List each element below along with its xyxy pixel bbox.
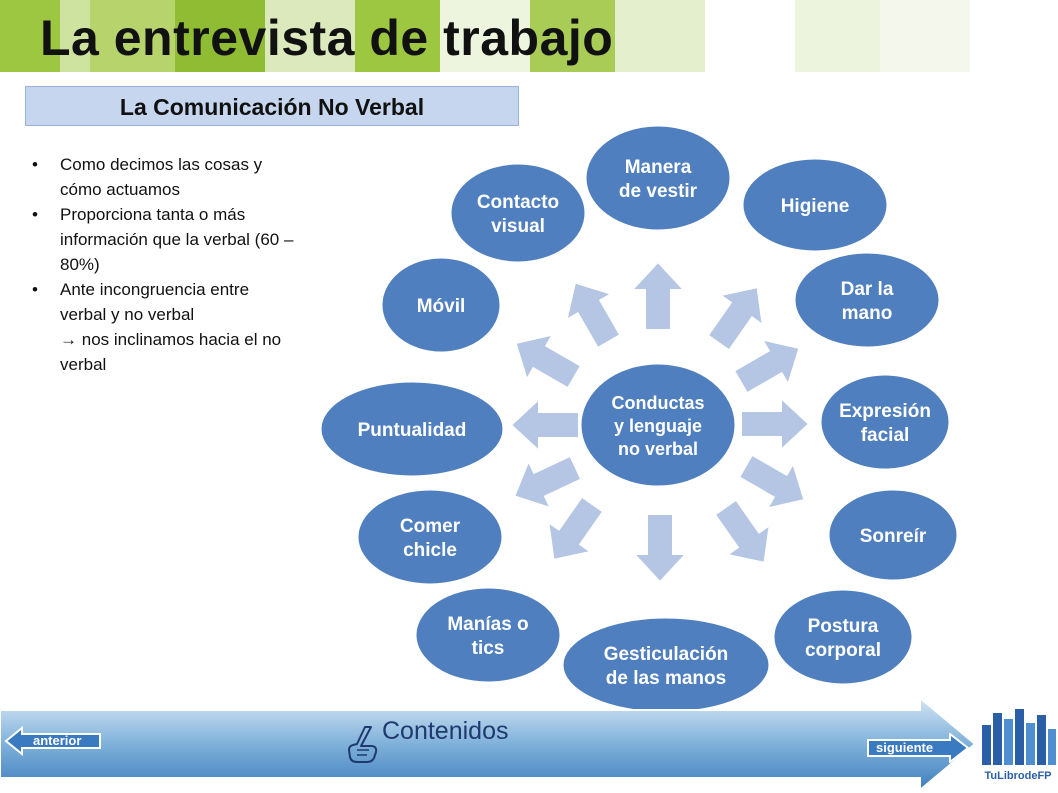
bullet-text: Proporciona tanta o más información que …: [60, 205, 294, 274]
contents-link[interactable]: Contenidos: [382, 717, 509, 745]
bullet-list: • Como decimos las cosas y cómo actuamos…: [30, 152, 300, 377]
bullet-item: • Como decimos las cosas y cómo actuamos: [30, 152, 300, 202]
bullet-marker: •: [32, 155, 38, 174]
connector-arrow: [740, 395, 811, 453]
diagram-node: Puntualidad: [318, 379, 506, 479]
connector-arrow: [564, 281, 622, 350]
page-title: La entrevista de trabajo: [40, 10, 614, 66]
connector-arrow: [546, 495, 605, 562]
hand-pointer-icon: [348, 726, 378, 763]
previous-button[interactable]: anterior: [33, 733, 82, 748]
connector-arrow: [631, 513, 689, 584]
connector-arrow: [713, 498, 772, 565]
bullet-text: Como decimos las cosas y cómo actuamos: [60, 155, 263, 199]
connector-arrow: [629, 260, 687, 331]
connector-arrow: [509, 396, 580, 454]
right-arrow-icon: →: [60, 330, 77, 349]
diagram-node: Móvil: [379, 255, 503, 355]
tulibrodefp-logo: TuLibrodeFP: [982, 709, 1056, 782]
diagram-node-label: Sonreír: [860, 526, 927, 547]
diagram-node-label: Móvil: [417, 296, 466, 317]
diagram-node-label: Higiene: [781, 196, 850, 217]
bottom-navigation-bar: [0, 695, 977, 793]
next-button-shape: [867, 733, 970, 763]
diagram-node: Higiene: [740, 156, 890, 254]
previous-button-shape: [4, 726, 101, 756]
section-subtitle: La Comunicación No Verbal: [25, 86, 519, 126]
bullet-item: • Ante incongruencia entre verbal y no v…: [30, 277, 300, 377]
connector-arrow: [706, 285, 765, 352]
bullet-marker: •: [32, 280, 38, 299]
connector-arrow: [514, 332, 583, 390]
next-button[interactable]: siguiente: [876, 740, 934, 755]
connector-arrow: [512, 454, 583, 510]
logo-text: TuLibrodeFP: [984, 770, 1051, 782]
bullet-marker: •: [32, 205, 38, 224]
bullet-text-part-1: Ante incongruencia entre verbal y no ver…: [60, 280, 250, 324]
connector-arrow: [737, 453, 806, 511]
diagram-node-label: Puntualidad: [358, 420, 467, 441]
connector-arrow: [732, 337, 801, 395]
header-decoration: [0, 0, 970, 72]
bullet-text-part-2: nos inclinamos hacia el no verbal: [60, 330, 282, 374]
bullet-item: • Proporciona tanta o más información qu…: [30, 202, 300, 277]
diagram-node: Sonreír: [826, 487, 960, 583]
